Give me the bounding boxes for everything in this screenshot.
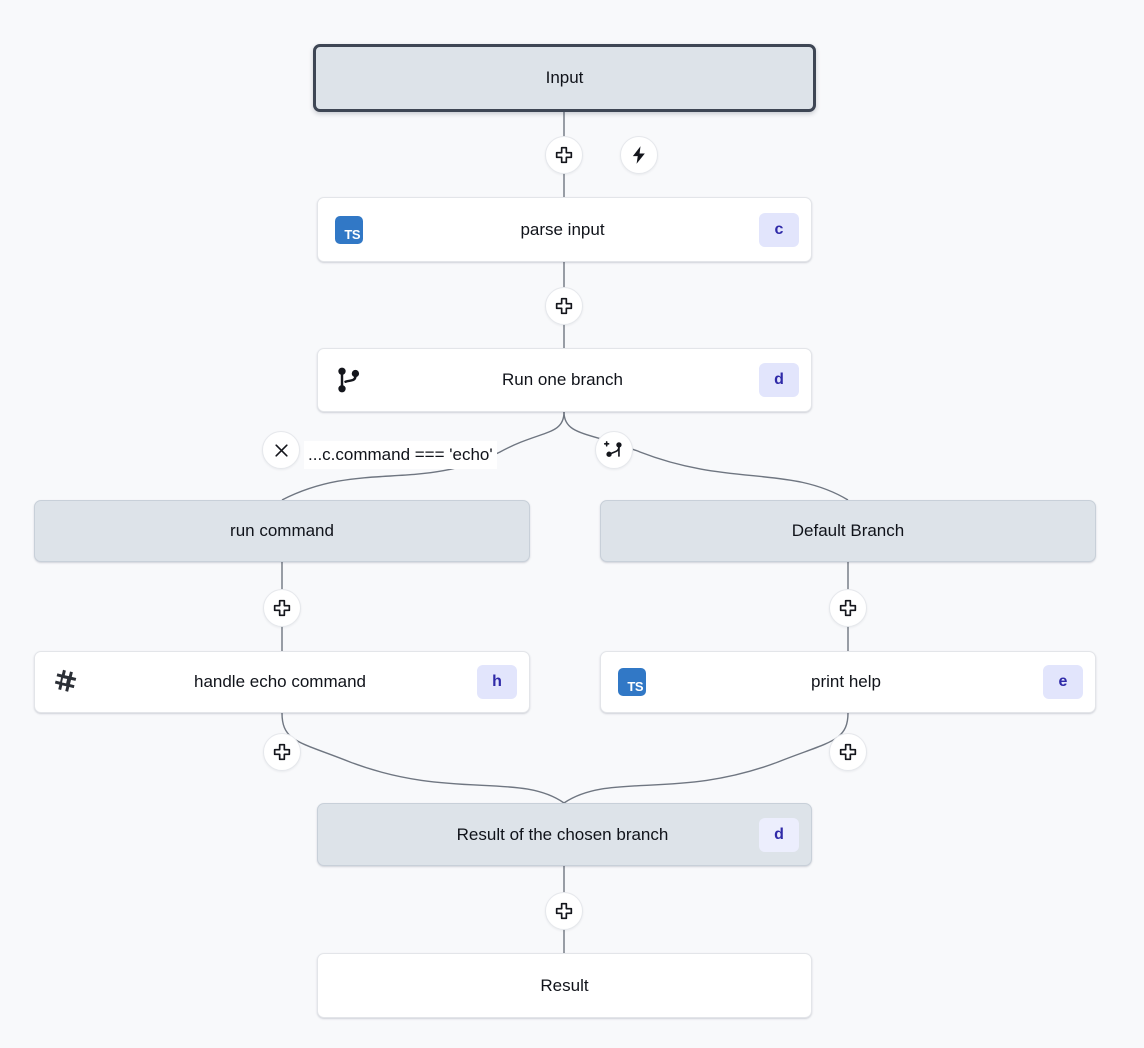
edge-print-help-to-result-branch [563,712,849,804]
node-run-one-branch[interactable]: Run one branch d [317,348,812,412]
lightning-icon [632,146,645,164]
branch-icon [332,363,366,397]
node-input[interactable]: Input [313,44,816,112]
node-handle-echo-command-badge[interactable]: h [477,665,517,699]
node-run-command-label: run command [230,521,334,540]
typescript-icon-text: TS [618,668,646,696]
node-default-branch-label: Default Branch [791,521,905,540]
node-input-label: Input [545,68,584,87]
add-branch-icon [603,441,622,457]
plus-icon [839,743,857,761]
plus-icon [839,599,857,617]
hash-script-icon [49,665,83,699]
node-result-label: Result [540,975,589,995]
typescript-icon: TS [332,213,366,247]
node-parse-input-badge[interactable]: c [759,212,799,247]
plus-icon [273,743,291,761]
node-result-of-chosen-branch-label: Result of the chosen branch [456,824,669,844]
plus-icon [555,146,573,164]
delete-branch-button[interactable] [262,431,300,469]
add-branch-button[interactable] [595,431,633,469]
node-parse-input[interactable]: TS parse input c [317,197,812,262]
typescript-icon-text: TS [335,215,363,244]
node-run-command[interactable]: run command [34,500,530,562]
typescript-icon: TS [615,665,649,699]
node-handle-echo-command[interactable]: handle echo command h [34,651,530,713]
node-run-one-branch-badge[interactable]: d [759,363,799,397]
node-run-one-branch-label: Run one branch [502,370,623,389]
add-step-button-after-default-branch[interactable] [829,589,867,627]
plus-icon [555,297,573,315]
plus-icon [273,599,291,617]
branch-condition-label[interactable]: ...c.command === 'echo' [304,441,497,470]
node-result[interactable]: Result [317,953,812,1018]
node-handle-echo-command-label: handle echo command [193,672,366,691]
node-result-of-chosen-branch-badge[interactable]: d [759,817,799,852]
node-result-of-chosen-branch[interactable]: Result of the chosen branch d [317,803,812,866]
add-step-button-after-result-branch[interactable] [545,892,583,930]
add-step-button-after-parse-input[interactable] [545,287,583,325]
add-step-button-after-run-command[interactable] [263,589,301,627]
node-print-help[interactable]: TS print help e [600,651,1096,713]
trigger-button[interactable] [620,136,658,174]
close-icon [274,443,288,457]
add-step-button-after-input[interactable] [545,136,583,174]
node-default-branch[interactable]: Default Branch [600,500,1096,562]
node-print-help-label: print help [811,672,881,691]
node-print-help-badge[interactable]: e [1043,665,1083,699]
plus-icon [555,902,573,920]
node-parse-input-label: parse input [520,219,605,239]
add-step-button-after-print-help[interactable] [829,733,867,771]
edge-handle-echo-to-result-branch [281,712,565,804]
add-step-button-after-handle-echo[interactable] [263,733,301,771]
